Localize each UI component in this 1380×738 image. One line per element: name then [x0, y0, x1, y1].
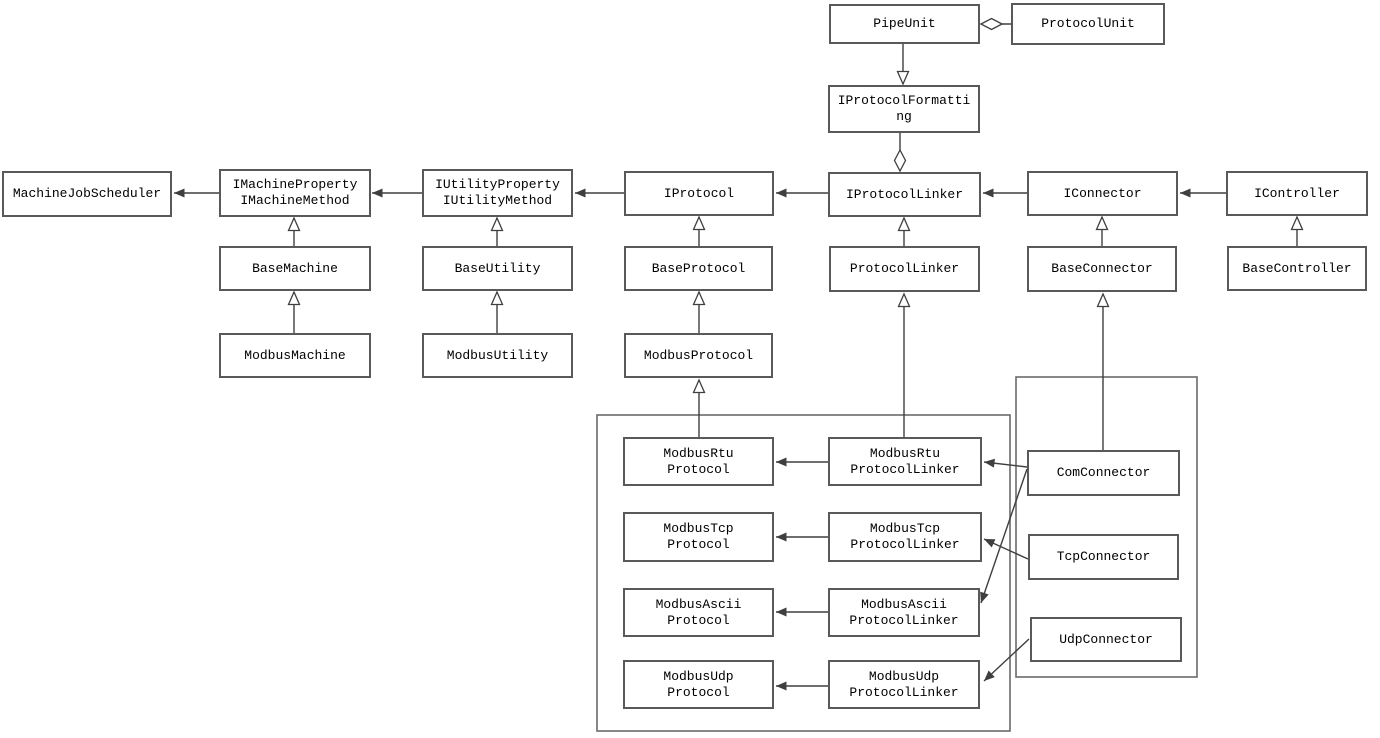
class-node-imachineproperty: IMachineProperty IMachineMethod [219, 169, 371, 217]
edge-tcpconnector-to-tcplinker [983, 538, 1029, 560]
class-node-udpconnector: UdpConnector [1030, 617, 1182, 662]
class-node-modbusutility: ModbusUtility [422, 333, 573, 378]
class-node-iprotocollinker: IProtocolLinker [828, 172, 981, 217]
class-node-iprotocolformatting: IProtocolFormatti ng [828, 85, 980, 133]
class-node-baseutility: BaseUtility [422, 246, 573, 291]
class-node-comconnector: ComConnector [1027, 450, 1180, 496]
class-node-tcpconnector: TcpConnector [1028, 534, 1179, 580]
class-node-protocolunit: ProtocolUnit [1011, 3, 1165, 45]
class-node-basecontroller: BaseController [1227, 246, 1367, 291]
class-node-modbusrtuprotocol: ModbusRtu Protocol [623, 437, 774, 486]
class-node-modbustcpprotocol: ModbusTcp Protocol [623, 512, 774, 562]
class-node-modbustcpprotocollinker: ModbusTcp ProtocolLinker [828, 512, 982, 562]
edge-lines [174, 24, 1297, 691]
modbus-protocol-group-frame [596, 414, 1011, 732]
class-node-modbusasciiprotocol: ModbusAscii Protocol [623, 588, 774, 637]
class-node-baseconnector: BaseConnector [1027, 246, 1177, 292]
class-node-modbusudpprotocol: ModbusUdp Protocol [623, 660, 774, 709]
class-node-basemachine: BaseMachine [219, 246, 371, 291]
class-node-baseprotocol: BaseProtocol [624, 246, 773, 291]
class-node-iprotocol: IProtocol [624, 171, 774, 216]
class-node-iutilityproperty: IUtilityProperty IUtilityMethod [422, 169, 573, 217]
edge-comconnector-to-rtulinker [983, 458, 1028, 468]
class-node-modbusmachine: ModbusMachine [219, 333, 371, 378]
class-node-pipeunit: PipeUnit [829, 4, 980, 44]
class-node-modbusudpprotocollinker: ModbusUdp ProtocolLinker [828, 660, 980, 709]
class-node-modbusprotocol: ModbusProtocol [624, 333, 773, 378]
edge-comconnector-to-asciilinker [980, 468, 1028, 604]
connector-group-frame [1015, 376, 1198, 678]
class-node-iconnector: IConnector [1027, 171, 1178, 216]
class-node-modbusrtuprotocollinker: ModbusRtu ProtocolLinker [828, 437, 982, 486]
class-node-protocollinker: ProtocolLinker [829, 246, 980, 292]
class-node-icontroller: IController [1226, 171, 1368, 216]
edge-udpconnector-to-udplinker [983, 638, 1030, 682]
class-node-modbusasciiprotocollinker: ModbusAscii ProtocolLinker [828, 588, 980, 637]
class-node-machinejobscheduler: MachineJobScheduler [2, 171, 172, 217]
